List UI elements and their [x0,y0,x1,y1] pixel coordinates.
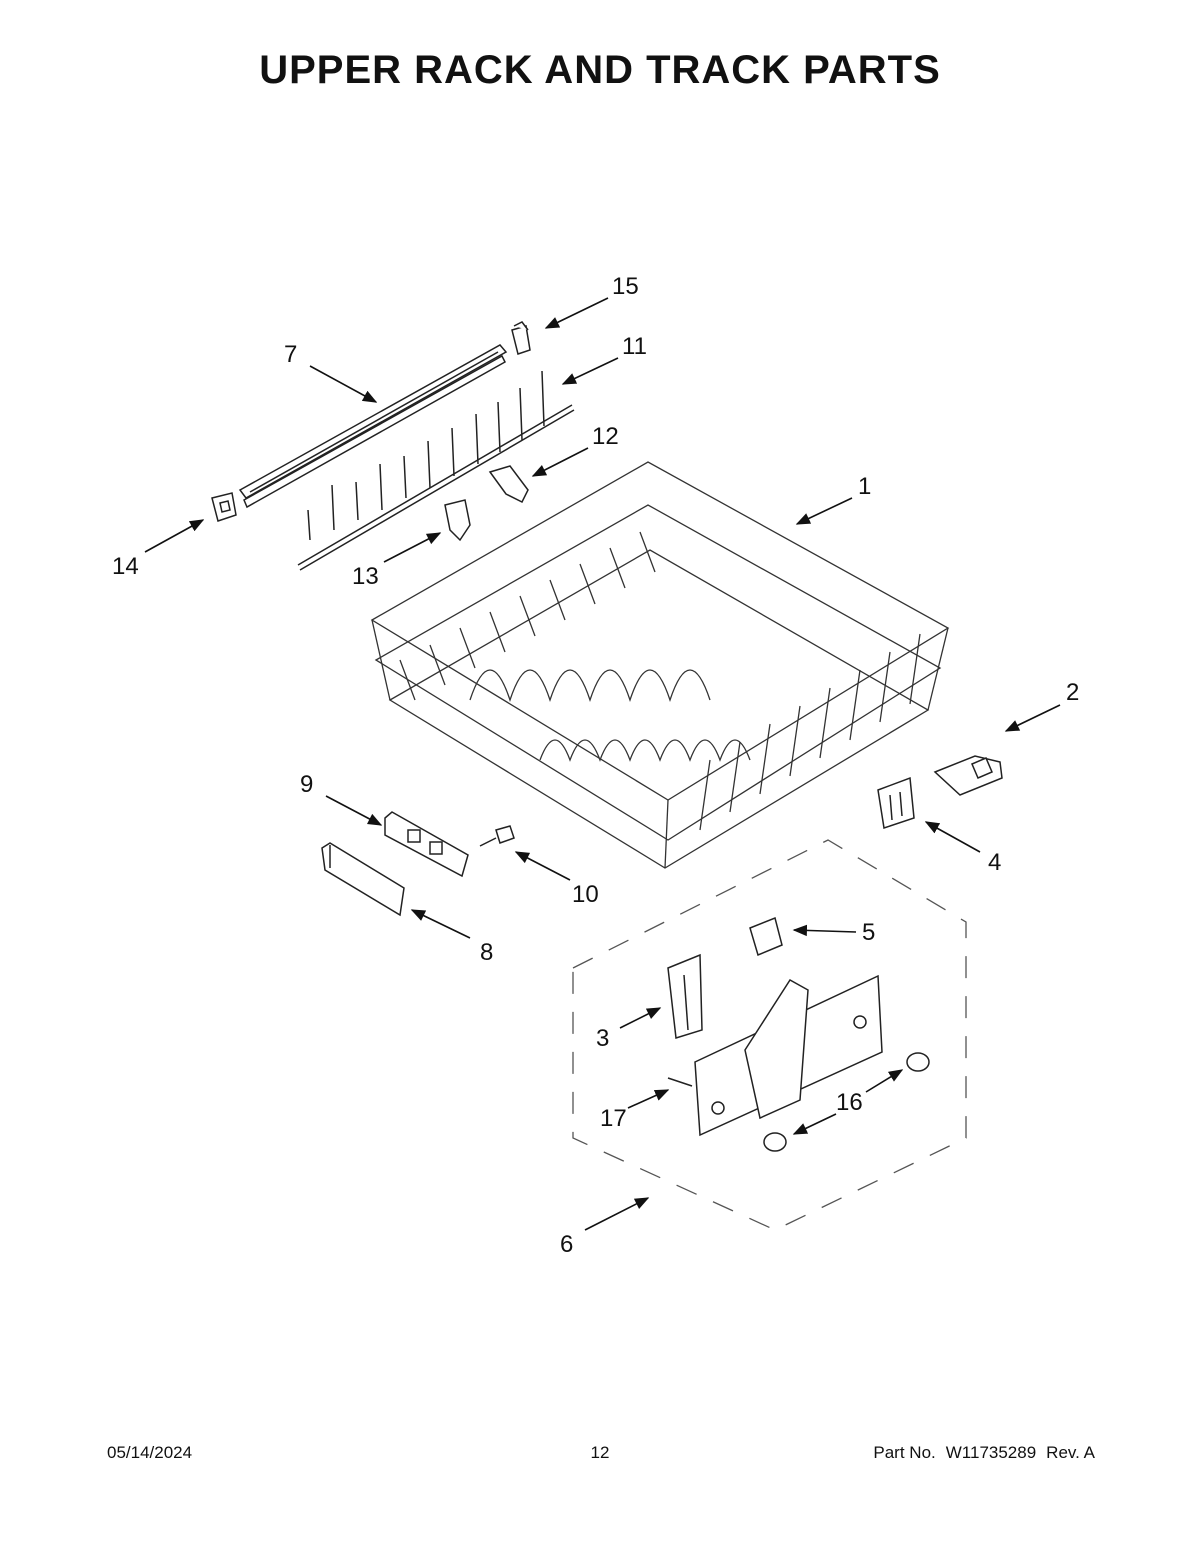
leader-arrow-11 [561,357,619,385]
rail-stop-housing-part[interactable] [384,811,469,878]
leader-arrow-1 [795,497,853,525]
callout-6: 6 [560,1231,573,1258]
rail-end-cap-part[interactable] [211,492,237,522]
leader-arrow-12 [531,447,589,477]
callout-2: 2 [1066,679,1079,706]
rail-stop-clip-part[interactable] [511,321,531,355]
part-label: Part No. [873,1443,936,1462]
rail-stop-cover-part[interactable] [321,842,405,917]
tine-clip-part[interactable] [444,465,529,542]
callout-1: 1 [858,473,871,500]
pin-part[interactable] [667,1077,693,1087]
leader-arrow-15 [544,297,609,329]
footer-page-number: 12 [590,1443,610,1462]
leader-arrow-16b [792,1113,837,1135]
leader-arrow-7 [309,365,378,403]
leader-arrow-14 [144,519,205,553]
callout-7: 7 [284,341,297,368]
callout-10: 10 [572,881,599,908]
adjuster-button-part[interactable] [749,916,783,957]
leader-arrow-10 [514,851,571,881]
adjuster-assembly-outline [572,839,967,1231]
callout-15: 15 [612,273,639,300]
part-number: W11735289 [945,1443,1037,1462]
footer-date: 05/14/2024 [107,1443,193,1462]
revision: Rev. A [1046,1443,1095,1462]
adjuster-housing-part[interactable] [694,974,883,1137]
leader-arrow-17 [627,1089,670,1109]
footer-part-info: Part No. W11735289 Rev. A [873,1443,1095,1463]
screw-part[interactable] [479,825,515,847]
leader-arrow-9 [325,795,383,826]
leader-arrow-3 [619,1007,662,1029]
leader-arrow-2 [1004,704,1061,732]
callout-17: 17 [600,1105,627,1132]
callout-12: 12 [592,423,619,450]
callout-5: 5 [862,919,875,946]
page-title: UPPER RACK AND TRACK PARTS [259,48,941,92]
callout-16: 16 [836,1089,863,1116]
callout-8: 8 [480,939,493,966]
leader-arrow-5 [792,924,857,937]
callout-3: 3 [596,1025,609,1052]
callout-14: 14 [112,553,139,580]
adjuster-bracket-part[interactable] [877,776,915,829]
leader-arrow-16a [865,1069,904,1093]
track-rail-part[interactable] [238,344,508,509]
leader-arrow-13 [383,532,442,563]
leader-arrow-6 [584,1197,650,1231]
adjuster-clip-part[interactable] [933,755,1003,796]
wheel-part[interactable] [763,1052,930,1152]
upper-rack-basket-part[interactable] [370,461,950,869]
leader-arrow-4 [924,821,981,853]
tine-row-part[interactable] [297,370,575,571]
callout-13: 13 [352,563,379,590]
callout-11: 11 [622,333,647,360]
adjuster-lever-part[interactable] [667,953,703,1039]
callout-9: 9 [300,771,313,798]
leader-arrow-8 [410,909,471,939]
callout-4: 4 [988,849,1001,876]
